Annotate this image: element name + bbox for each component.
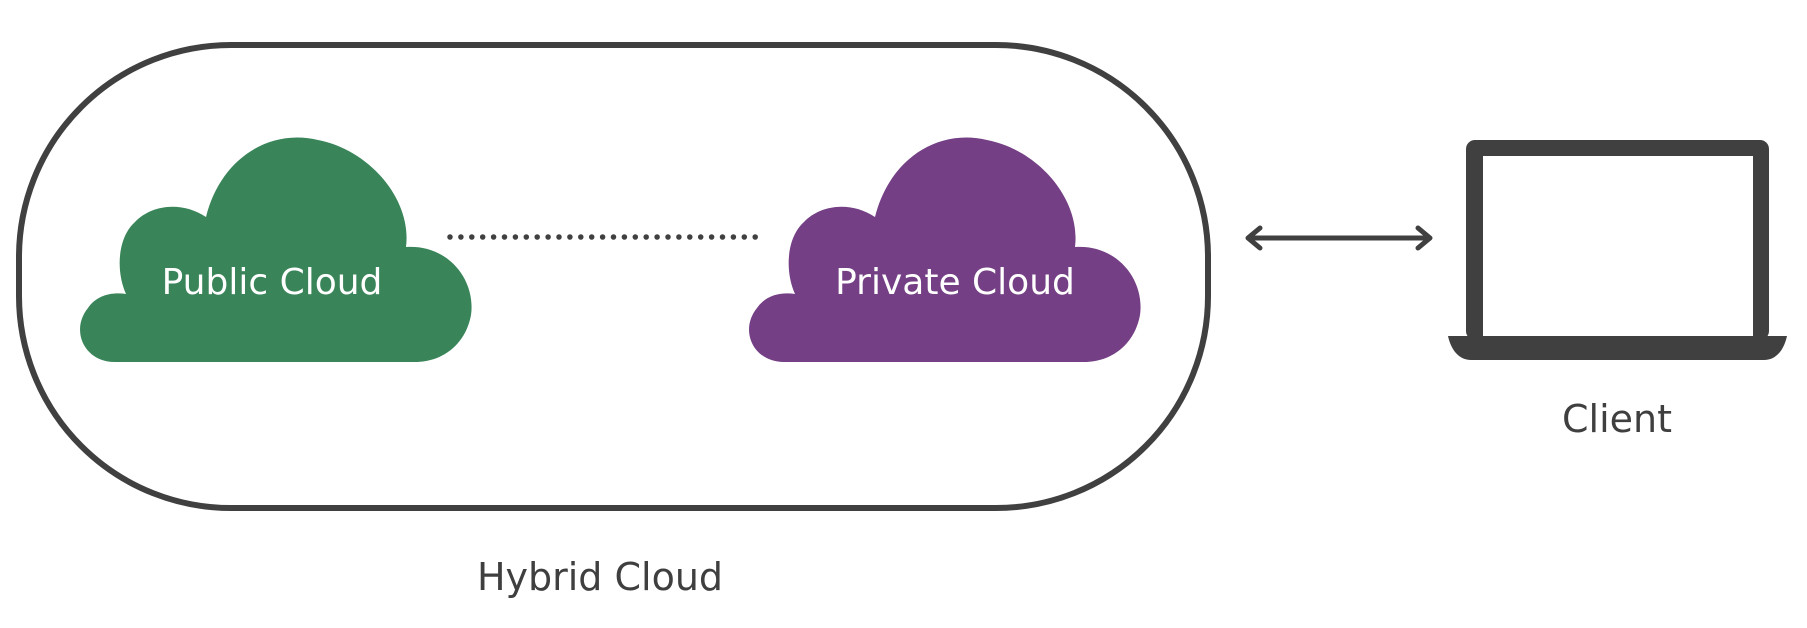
private-cloud-label: Private Cloud [835,262,1075,303]
private-cloud: Private Cloud [749,137,1141,362]
client: Client [1448,140,1787,441]
double-arrow-icon [1245,225,1433,251]
client-label: Client [1562,397,1672,441]
laptop-icon [1448,140,1787,360]
hybrid-cloud-caption: Hybrid Cloud [477,555,723,599]
cloud-icon [749,137,1141,362]
cloud-icon [80,137,472,362]
public-cloud: Public Cloud [80,137,472,362]
public-cloud-label: Public Cloud [162,262,383,303]
hybrid-cloud-boundary [16,42,1211,511]
